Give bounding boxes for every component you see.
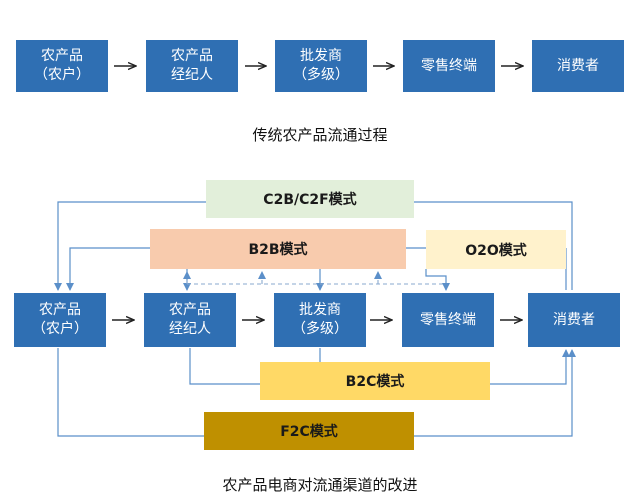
band-b2b: B2B模式 xyxy=(150,229,406,269)
bottom-node-farmer: 农产品 （农户） xyxy=(14,293,106,347)
top-node-retail: 零售终端 xyxy=(403,40,495,92)
f2c-lines xyxy=(57,348,576,437)
b2c-lines xyxy=(189,348,570,385)
c2b-loop xyxy=(54,201,573,291)
o2o-lines xyxy=(406,247,567,291)
top-node-broker: 农产品 经纪人 xyxy=(146,40,238,92)
band-o2o: O2O模式 xyxy=(426,230,566,269)
band-b2c: B2C模式 xyxy=(260,362,490,400)
top-caption: 传统农产品流通过程 xyxy=(252,126,388,144)
band-f2c: F2C模式 xyxy=(204,412,414,450)
top-node-farmer: 农产品 （农户） xyxy=(16,40,108,92)
bottom-node-wholesaler: 批发商 （多级） xyxy=(274,293,366,347)
band-c2b: C2B/C2F模式 xyxy=(206,180,414,218)
bottom-caption: 农产品电商对流通渠道的改进 xyxy=(222,476,418,494)
dashed-lines xyxy=(183,271,446,285)
bottom-node-consumer: 消费者 xyxy=(528,293,620,347)
bottom-node-broker: 农产品 经纪人 xyxy=(144,293,236,347)
bottom-node-retail: 零售终端 xyxy=(402,293,494,347)
top-node-wholesaler: 批发商 （多级） xyxy=(275,40,367,92)
top-node-consumer: 消费者 xyxy=(532,40,624,92)
